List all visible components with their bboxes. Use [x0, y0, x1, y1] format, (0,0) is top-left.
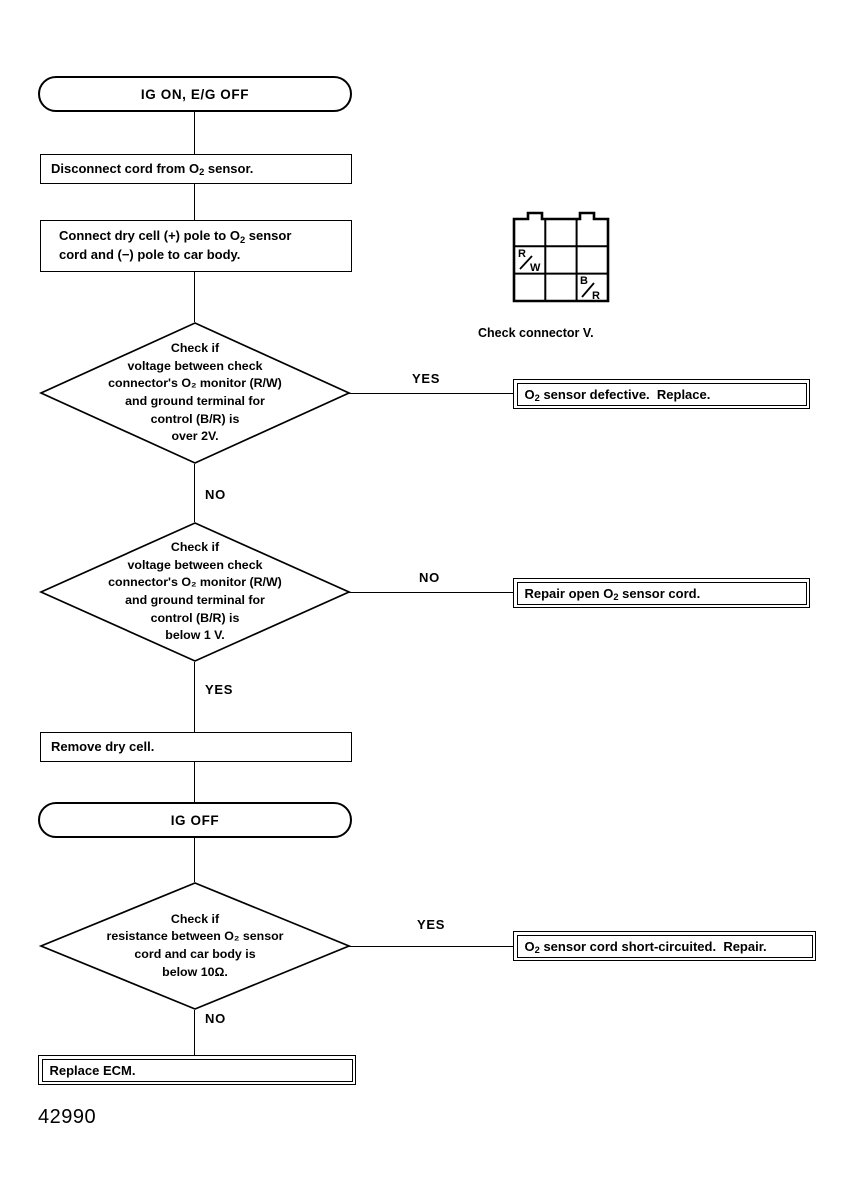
branch-decision3-yes-line — [349, 946, 513, 947]
result-replace-ecm-label: Replace ECM. — [49, 1062, 136, 1078]
svg-text:R: R — [518, 248, 526, 260]
branch-decision2-yes-label: YES — [205, 682, 234, 697]
result-cord-short-circuited: O2 sensor cord short-circuited. Repair. — [513, 931, 816, 961]
branch-decision3-no-line — [194, 1010, 195, 1055]
branch-decision1-yes-label: YES — [412, 371, 441, 386]
connector-start-to-disconnect — [194, 112, 195, 154]
check-connector-diagram: R W B R — [512, 211, 610, 303]
result-o2-sensor-defective: O2 sensor defective. Replace. — [513, 379, 810, 409]
decision-voltage-over-2v-shape — [38, 322, 352, 464]
branch-decision3-yes-label: YES — [417, 917, 446, 932]
result-repair-open-cord: Repair open O2 sensor cord. — [513, 578, 810, 608]
result-cord-short-circuited-inner: O2 sensor cord short-circuited. Repair. — [516, 934, 813, 958]
decision-voltage-over-2v: Check if voltage between check connector… — [38, 322, 352, 464]
branch-decision1-no-label: NO — [205, 487, 226, 502]
result-repair-open-cord-inner: Repair open O2 sensor cord. — [516, 581, 807, 605]
branch-decision2-no-line — [349, 592, 513, 593]
terminal-start-label: IG ON, E/G OFF — [140, 86, 250, 102]
svg-text:W: W — [530, 262, 541, 274]
branch-decision1-no-line — [194, 464, 195, 522]
result-replace-ecm-inner: Replace ECM. — [41, 1058, 353, 1082]
decision-voltage-below-1v-shape — [38, 522, 352, 662]
branch-decision2-yes-line — [194, 662, 195, 732]
connector-igoff-to-decision3 — [194, 838, 195, 882]
result-o2-sensor-defective-label: O2 sensor defective. Replace. — [524, 386, 711, 404]
result-o2-sensor-defective-inner: O2 sensor defective. Replace. — [516, 382, 807, 406]
check-connector-caption: Check connector V. — [478, 326, 594, 340]
decision-voltage-below-1v: Check if voltage between check connector… — [38, 522, 352, 662]
process-disconnect-cord-label: Disconnect cord from O2 sensor. — [51, 160, 254, 178]
decision-resistance-below-10ohm: Check if resistance between O₂ sensor co… — [38, 882, 352, 1010]
svg-text:B: B — [580, 275, 588, 287]
terminal-ig-off-label: IG OFF — [170, 812, 220, 828]
result-repair-open-cord-label: Repair open O2 sensor cord. — [524, 585, 701, 603]
check-connector-svg: R W B R — [512, 211, 610, 303]
process-remove-dry-cell: Remove dry cell. — [40, 732, 352, 762]
process-disconnect-cord: Disconnect cord from O2 sensor. — [40, 154, 352, 184]
terminal-ig-off: IG OFF — [38, 802, 352, 838]
connector-connect-to-decision1 — [194, 272, 195, 322]
connector-remove-to-igoff — [194, 762, 195, 802]
result-cord-short-circuited-label: O2 sensor cord short-circuited. Repair. — [524, 938, 767, 956]
process-remove-dry-cell-label: Remove dry cell. — [51, 738, 155, 754]
decision-resistance-below-10ohm-shape — [38, 882, 352, 1010]
result-replace-ecm: Replace ECM. — [38, 1055, 356, 1085]
svg-text:R: R — [592, 290, 600, 302]
branch-decision3-no-label: NO — [205, 1011, 226, 1026]
branch-decision1-yes-line — [349, 393, 513, 394]
figure-id: 42990 — [38, 1106, 97, 1128]
branch-decision2-no-label: NO — [419, 570, 440, 585]
connector-disconnect-to-connect — [194, 184, 195, 220]
terminal-start: IG ON, E/G OFF — [38, 76, 352, 112]
